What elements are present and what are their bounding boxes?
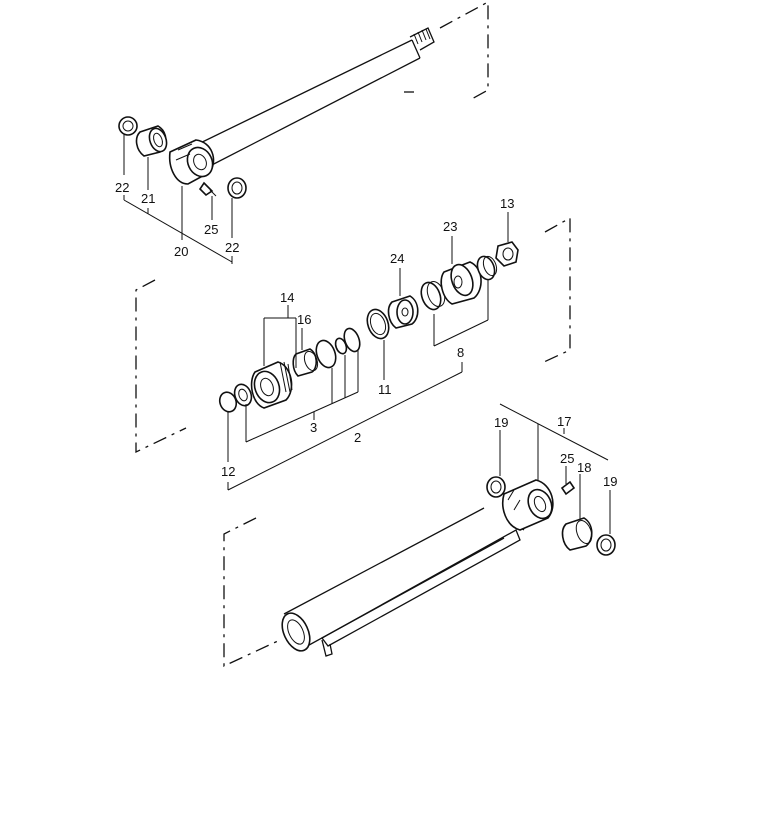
label-14: 14 <box>280 290 294 305</box>
grease-fitting-25-top <box>198 181 217 197</box>
label-19-left: 19 <box>494 415 508 430</box>
leaders-rod-group <box>123 134 233 264</box>
dust-seal-19-left <box>486 476 506 498</box>
bushing-16 <box>292 348 319 377</box>
label-25-top: 25 <box>204 222 218 237</box>
nut-13 <box>495 241 519 267</box>
label-25-bottom: 25 <box>560 451 574 466</box>
dust-seal-22-left <box>118 116 138 136</box>
grease-fitting-25-bottom <box>560 480 576 496</box>
dust-seal-19-right <box>596 534 616 556</box>
bushing-18 <box>561 517 593 551</box>
dust-seal-22-right <box>227 177 247 199</box>
label-24: 24 <box>390 251 404 266</box>
seal-ring-small <box>233 383 253 407</box>
label-20: 20 <box>174 244 188 259</box>
wear-ring-8b <box>476 255 498 281</box>
label-2: 2 <box>354 430 361 445</box>
label-12: 12 <box>221 464 235 479</box>
label-3: 3 <box>310 420 317 435</box>
o-ring-3c <box>343 327 361 353</box>
label-16: 16 <box>297 312 311 327</box>
rod-eye-20 <box>168 139 215 185</box>
label-22-left: 22 <box>115 180 129 195</box>
label-21: 21 <box>141 191 155 206</box>
label-8: 8 <box>457 345 464 360</box>
tube-eye-17 <box>502 479 554 531</box>
o-ring-3a <box>315 339 337 369</box>
cylinder-head-14 <box>250 361 293 409</box>
leaders-tube-group <box>499 403 611 534</box>
cylinder-tube <box>281 507 525 657</box>
label-23: 23 <box>443 219 457 234</box>
leaders-piston-group <box>227 212 509 491</box>
piston-rod <box>189 27 435 169</box>
label-17: 17 <box>557 414 571 429</box>
label-18: 18 <box>577 460 591 475</box>
ring-11 <box>366 308 390 340</box>
cushion-24 <box>387 295 419 329</box>
alignment-line-left <box>135 279 187 454</box>
alignment-line-tube <box>223 517 281 668</box>
label-11: 11 <box>378 382 392 397</box>
label-13: 13 <box>500 196 514 211</box>
bushing-21 <box>135 125 168 157</box>
label-22-right: 22 <box>225 240 239 255</box>
alignment-line-right <box>543 216 571 363</box>
label-19-right: 19 <box>603 474 617 489</box>
alignment-line-rod <box>439 0 489 101</box>
piston-23 <box>440 261 482 305</box>
